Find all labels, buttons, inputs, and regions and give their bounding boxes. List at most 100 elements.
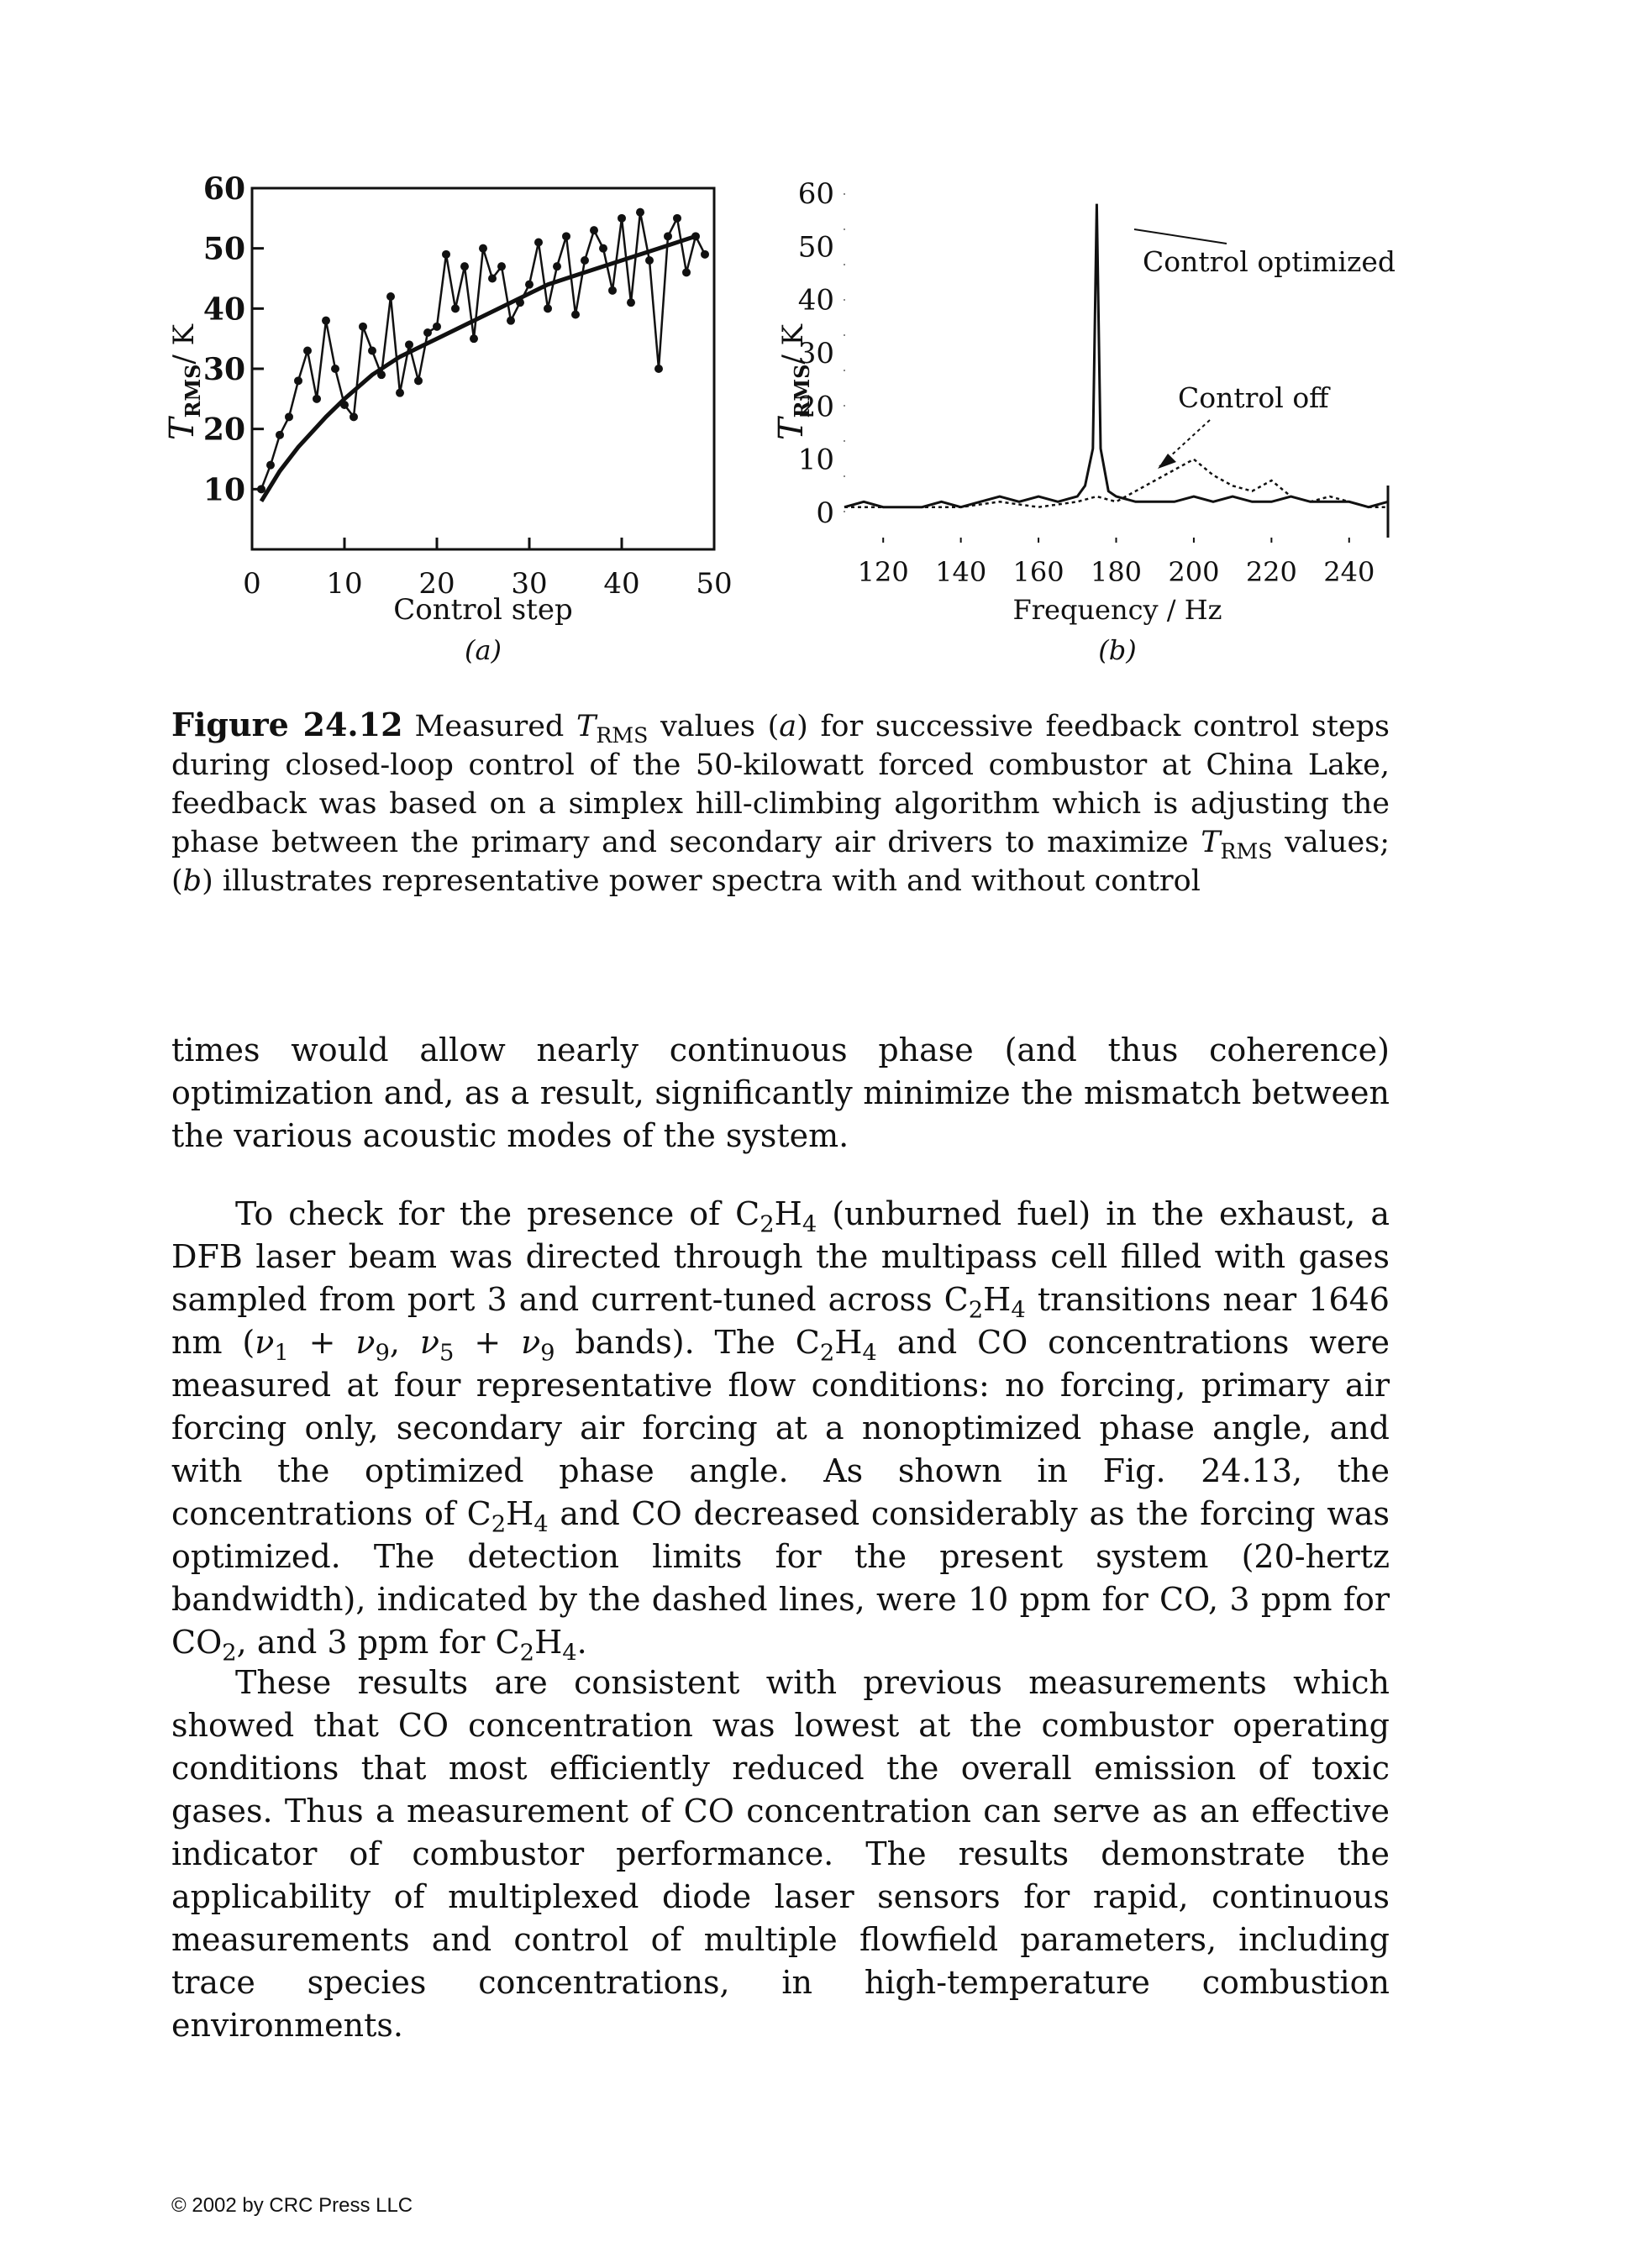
data-point-a <box>433 322 441 331</box>
data-point-a <box>664 232 672 241</box>
caption-t-subscript: RMS <box>596 723 649 748</box>
data-point-a <box>645 256 654 265</box>
data-point-a <box>396 388 404 397</box>
caption-t-symbol: T <box>1201 826 1221 859</box>
data-point-a <box>423 328 432 337</box>
y-tick-label-a: 10 <box>203 472 245 507</box>
data-point-a <box>627 298 635 307</box>
annotation-control-optimized: Control optimized <box>1143 245 1396 278</box>
caption-t-symbol: T <box>576 710 597 743</box>
data-point-a <box>654 365 663 373</box>
data-point-a <box>414 376 423 386</box>
data-point-a <box>451 304 460 313</box>
data-point-a <box>553 262 561 271</box>
data-point-a <box>673 213 681 223</box>
data-point-a <box>405 340 413 349</box>
data-point-a <box>285 412 293 422</box>
annotation-control-off: Control off <box>1178 381 1331 414</box>
series-line-control-optimized <box>844 203 1389 509</box>
body-paragraph-1: times would allow nearly continuous phas… <box>171 1032 1390 1154</box>
caption-label: Figure 24.12 <box>171 706 403 743</box>
data-point-a <box>608 286 617 295</box>
x-tick-label-b: 220 <box>1246 556 1297 588</box>
data-point-a <box>534 238 543 247</box>
data-point-a <box>386 292 395 301</box>
x-axis-label-b: Frequency / Hz <box>1013 594 1222 626</box>
x-tick-label-b: 200 <box>1168 556 1219 588</box>
chart-a: 10 20 30 40 50 60 0 10 20 30 40 50 TRMS/ K Control… <box>163 171 733 666</box>
caption-text: Measured <box>414 710 576 743</box>
data-point-a <box>266 460 275 470</box>
y-tick-label-a: 20 <box>203 412 245 448</box>
x-tick-label-b: 240 <box>1323 556 1375 588</box>
panel-label-a: (a) <box>465 634 502 666</box>
x-tick-label-a: 30 <box>511 567 547 601</box>
body-paragraph-2: To check for the presence of C2H4 (unbur… <box>171 1195 1390 1667</box>
data-point-a <box>599 244 607 253</box>
data-point-a <box>276 430 284 439</box>
y-tick-label-b: 60 <box>798 177 834 211</box>
data-point-a <box>636 207 644 217</box>
y-tick-label-b: 50 <box>798 230 834 264</box>
data-point-a <box>701 249 709 259</box>
caption-t-subscript: RMS <box>1220 839 1273 864</box>
data-point-a <box>618 213 626 223</box>
panel-label-b: (b) <box>1098 634 1136 666</box>
data-point-a <box>313 394 321 403</box>
x-axis-label-a: Control step <box>393 593 572 627</box>
data-point-a <box>497 262 506 271</box>
data-point-a <box>507 316 515 325</box>
x-tick-label-a: 20 <box>418 567 455 601</box>
series-line-control-off <box>844 458 1388 508</box>
x-tick-label-a: 0 <box>243 567 261 601</box>
y-axis-label-a: TRMS/ K <box>163 323 205 440</box>
y-axis-label-b: TRMS/ K <box>772 323 814 440</box>
fit-curve-a <box>259 234 696 503</box>
caption-text: values; ( <box>171 826 1390 898</box>
data-point-a <box>359 322 367 331</box>
caption-text: ) illustrates representative power spect… <box>202 864 1201 898</box>
y-tick-label-b: 30 <box>798 337 834 370</box>
figure-panel-a: 10 20 30 40 50 60 0 10 20 30 40 50 TRMS/ K Control… <box>160 168 748 689</box>
annotation-off-arrow <box>1158 454 1176 469</box>
data-point-a <box>590 226 598 235</box>
y-tick-label-a: 60 <box>203 171 245 207</box>
x-tick-label-a: 40 <box>603 567 639 601</box>
data-point-a <box>571 310 580 319</box>
y-tick-label-a: 50 <box>203 232 245 267</box>
caption-text: ) for successive feedback control steps … <box>171 710 1390 859</box>
y-tick-label-a: 30 <box>203 352 245 387</box>
data-point-a <box>581 256 589 265</box>
data-point-a <box>350 412 358 422</box>
data-point-a <box>479 244 487 253</box>
data-point-a <box>442 249 450 259</box>
data-point-a <box>562 232 570 241</box>
x-tick-label-b: 120 <box>858 556 909 588</box>
body-paragraph-3: These results are consistent with previo… <box>171 1664 1390 2044</box>
data-point-a <box>294 376 302 386</box>
data-point-a <box>322 316 330 325</box>
x-tick-label-a: 50 <box>696 567 732 601</box>
y-tick-label-b: 20 <box>798 390 834 423</box>
data-point-a <box>331 365 339 373</box>
data-point-a <box>257 485 265 494</box>
data-point-a <box>460 262 469 271</box>
y-tick-label-a: 40 <box>203 291 245 327</box>
plot-frame-a <box>250 186 716 551</box>
x-tick-label-a: 10 <box>326 567 362 601</box>
y-tick-label-b: 0 <box>816 496 834 530</box>
x-tick-label-b: 160 <box>1013 556 1064 588</box>
y-tick-label-b: 40 <box>798 284 834 318</box>
data-point-a <box>377 370 386 380</box>
data-point-a <box>470 334 478 344</box>
caption-b-ref: b <box>182 864 202 898</box>
data-point-a <box>544 304 552 313</box>
annotation-optimized-leader <box>1133 228 1227 244</box>
data-point-a <box>303 346 312 355</box>
x-tick-label-b: 140 <box>935 556 986 588</box>
y-tick-label-b: 10 <box>798 444 834 477</box>
data-point-a <box>525 280 534 289</box>
data-point-a <box>488 274 497 283</box>
